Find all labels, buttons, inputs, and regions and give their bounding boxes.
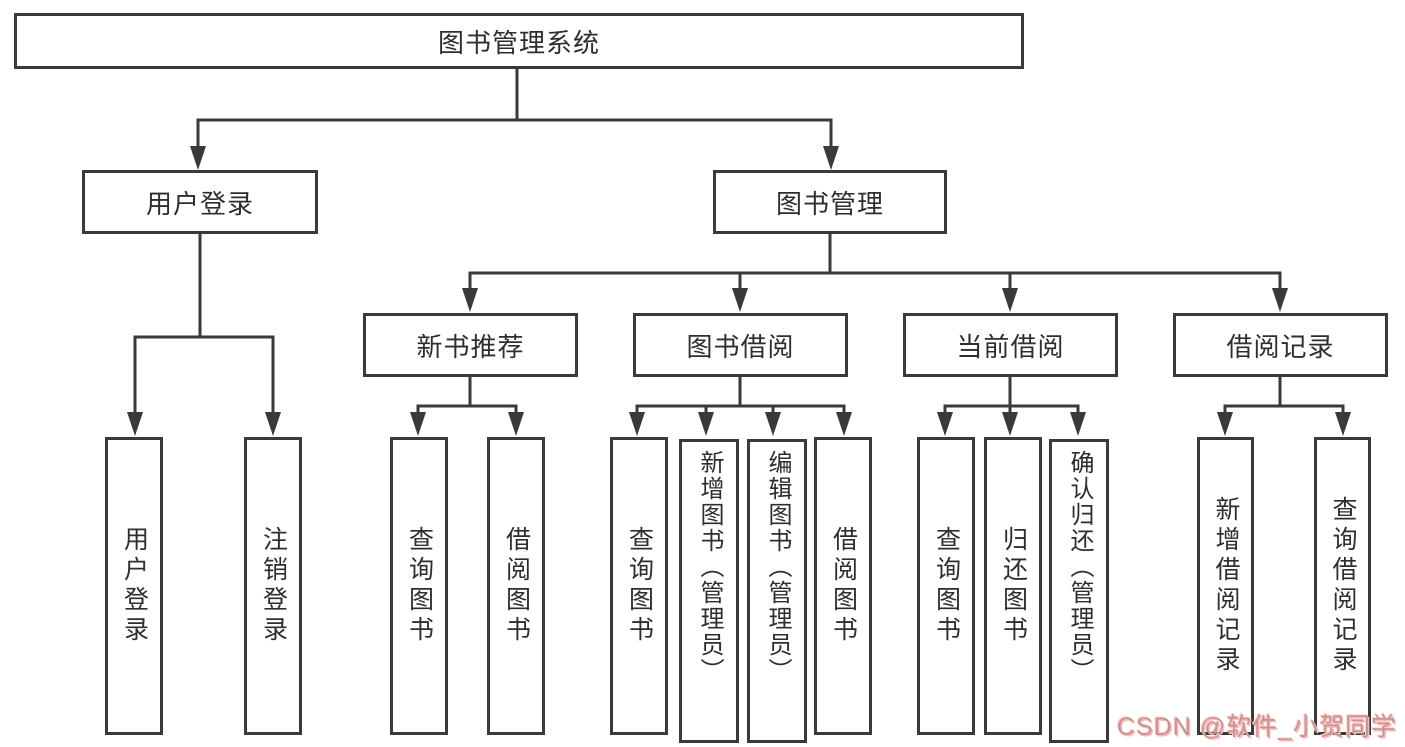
node-leaf-cb-confirm-return-admin: 确认归还（管理员）: [1049, 439, 1109, 743]
node-leaf-bb-add-books-admin: 新增图书（管理员）: [679, 439, 739, 743]
node-leaf-bb-edit-books-admin: 编辑图书（管理员）: [747, 439, 807, 743]
node-leaf-br-query-record: 查询借阅记录: [1314, 437, 1371, 735]
arrowheads: [127, 146, 1351, 436]
node-leaf-user-login: 用户登录: [105, 437, 163, 735]
node-leaf-cb-return-books: 归还图书: [984, 437, 1042, 735]
node-book-mgmt: 图书管理: [713, 170, 947, 234]
node-root: 图书管理系统: [14, 13, 1024, 69]
node-leaf-bb-borrow-books: 借阅图书: [814, 437, 872, 735]
node-leaf-bb-query-books: 查询图书: [610, 437, 668, 735]
node-leaf-cb-query-books: 查询图书: [917, 437, 975, 735]
node-borrow-record: 借阅记录: [1173, 313, 1388, 377]
node-leaf-br-add-record: 新增借阅记录: [1197, 437, 1254, 735]
node-user-login: 用户登录: [82, 170, 318, 234]
node-leaf-nb-query-books: 查询图书: [390, 437, 448, 735]
node-leaf-logout: 注销登录: [244, 437, 302, 735]
node-book-borrow: 图书借阅: [633, 313, 848, 377]
node-leaf-nb-borrow-books: 借阅图书: [487, 437, 545, 735]
node-new-book: 新书推荐: [363, 313, 578, 377]
node-current-borrow: 当前借阅: [903, 313, 1118, 377]
watermark: CSDN @软件_小贺同学: [1116, 713, 1397, 741]
